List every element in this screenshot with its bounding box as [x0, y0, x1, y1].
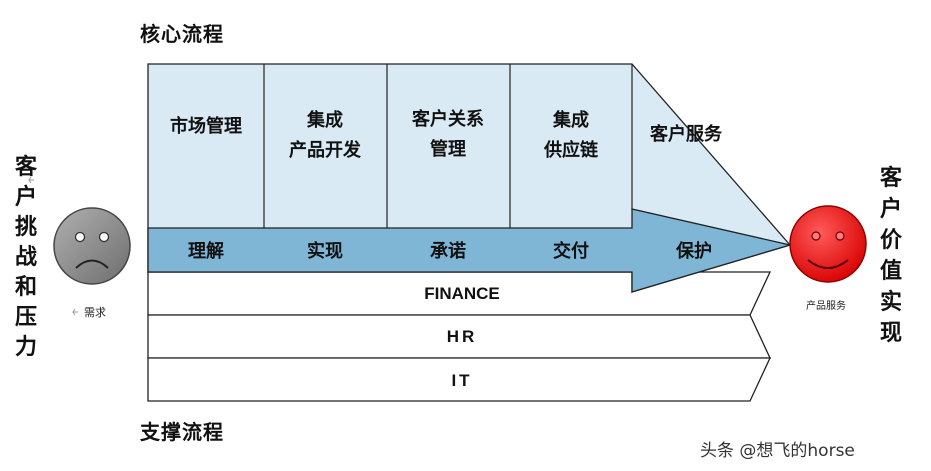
return-arrow-icon [28, 176, 78, 316]
right-label-char: 客 [879, 165, 902, 191]
left-label-char: 户 [14, 184, 37, 210]
process-isc-line1: 集成 [552, 109, 589, 131]
right-label-char: 现 [879, 320, 902, 346]
support-row-it [147, 357, 772, 402]
right-label-char: 值 [879, 258, 902, 284]
value-step-commit: 承诺 [430, 240, 466, 262]
value-flow-arrow [147, 208, 793, 293]
right-label-char: 实 [879, 289, 902, 315]
process-crm-line1: 客户关系 [412, 108, 484, 130]
left-label-char: 压 [14, 304, 37, 330]
process-customer-service: 客户服务 [650, 123, 723, 145]
smiley-face-icon [789, 205, 867, 283]
customer-value-label: 客 户 价 值 实 现 [877, 163, 905, 349]
watermark: 头条 @想飞的horse [700, 441, 855, 461]
process-market-management: 市场管理 [170, 115, 242, 137]
sad-face-icon [53, 207, 131, 285]
process-isc-line2: 供应链 [543, 139, 599, 161]
left-label-char: 力 [14, 334, 37, 360]
support-stripes [147, 271, 772, 402]
left-label-char: 和 [14, 274, 37, 300]
left-label-char: 战 [14, 244, 37, 270]
value-step-understand: 理解 [188, 240, 224, 262]
value-step-deliver: 交付 [553, 240, 589, 262]
value-step-realize: 实现 [307, 240, 343, 262]
right-label-char: 户 [879, 196, 902, 222]
demand-caption: 需求 [84, 306, 106, 319]
right-label-char: 价 [879, 227, 902, 253]
value-step-protect: 保护 [675, 240, 712, 262]
support-label-finance: FINANCE [424, 284, 500, 303]
support-process-title: 支撑流程 [140, 420, 224, 444]
process-ipd-line1: 集成 [306, 109, 343, 131]
support-label-it: IT [451, 371, 472, 390]
product-service-caption: 产品服务 [806, 301, 846, 312]
process-crm-line2: 管理 [430, 138, 466, 160]
left-label-char: 客 [14, 154, 37, 180]
customer-challenge-label: 客 户 挑 战 和 压 力 [12, 152, 40, 362]
process-ipd-line2: 产品开发 [289, 139, 362, 161]
support-label-hr: HR [447, 327, 478, 346]
left-label-char: 挑 [14, 214, 37, 240]
core-process-title: 核心流程 [140, 22, 224, 46]
